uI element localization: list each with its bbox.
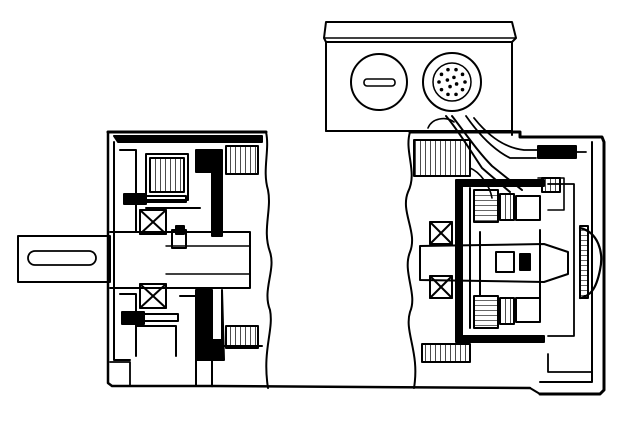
- connector-pin: [446, 67, 450, 72]
- connector-pin: [437, 80, 441, 84]
- connector-pin: [463, 80, 467, 84]
- right-end-shield: [413, 139, 603, 395]
- connector-pin: [454, 82, 459, 86]
- motor-shaft: [17, 225, 251, 289]
- connector-pin: [460, 87, 465, 92]
- connector-pin: [439, 87, 444, 92]
- connector-pin: [448, 84, 452, 89]
- connector-pin: [460, 72, 465, 77]
- connector-pin: [454, 67, 458, 72]
- connector-pin: [452, 75, 456, 80]
- connector-pin: [454, 92, 458, 97]
- terminal-box: [323, 21, 517, 136]
- connector-pin: [439, 72, 444, 77]
- cutaway-tear: [264, 131, 417, 389]
- slotted-cover-icon: [350, 53, 408, 111]
- connector-pin: [446, 92, 450, 97]
- left-end-shield: [113, 141, 263, 361]
- left-bearing: [139, 209, 167, 309]
- internal-cables: [427, 115, 587, 211]
- multi-pin-connector-icon: [422, 52, 482, 112]
- connector-pin: [445, 78, 450, 82]
